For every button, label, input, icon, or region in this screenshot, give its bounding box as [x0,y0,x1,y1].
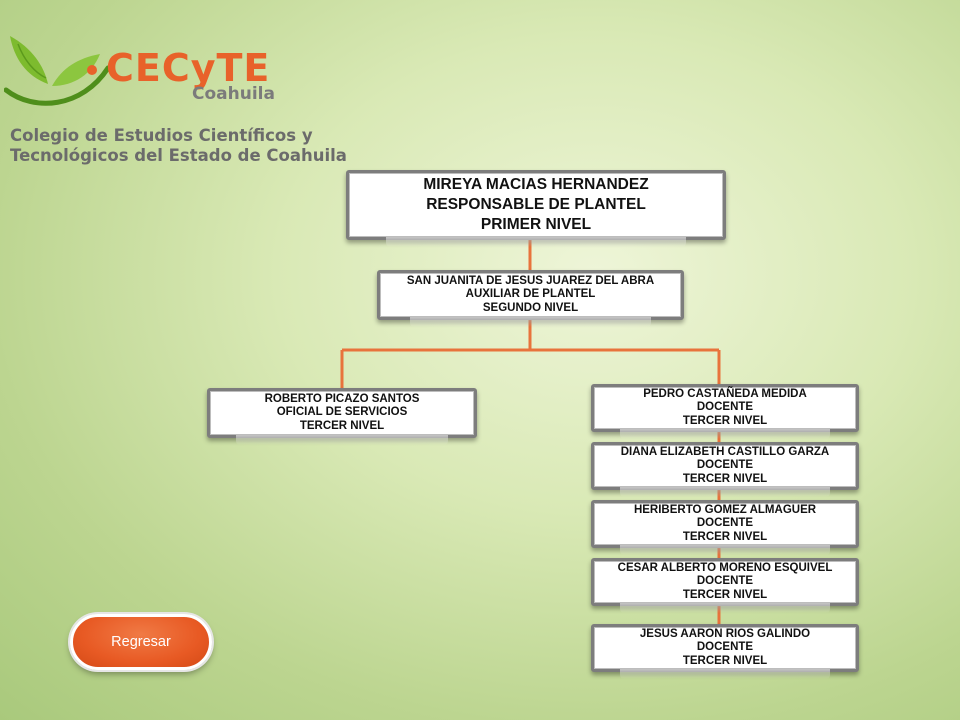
node-role: DOCENTE [696,517,754,530]
node-role: DOCENTE [696,401,754,414]
node-role: DOCENTE [696,641,754,654]
node-level: TERCER NIVEL [682,530,768,543]
node-role: DOCENTE [696,459,754,472]
college-line-1: Colegio de Estudios Científicos y [10,126,313,145]
node-docente: PEDRO CASTAÑEDA MEDIDA DOCENTE TERCER NI… [591,384,859,439]
node-role: RESPONSABLE DE PLANTEL [426,196,646,213]
cecyte-logo: CECyTE Coahuila Colegio de Estudios Cien… [4,28,347,178]
node-docente: DIANA ELIZABETH CASTILLO GARZA DOCENTE T… [591,442,859,497]
node-role: DOCENTE [696,575,754,588]
college-name: Colegio de Estudios Científicos y Tecnol… [10,126,347,166]
node-level: TERCER NIVEL [682,472,768,485]
node-auxiliar-plantel: SAN JUANITA DE JESUS JUAREZ DEL ABRA AUX… [377,270,684,327]
node-level: TERCER NIVEL [682,588,768,601]
node-oficial-servicios: ROBERTO PICAZO SANTOS OFICIAL DE SERVICI… [207,388,477,445]
node-level: TERCER NIVEL [682,414,768,427]
node-name: CESAR ALBERTO MORENO ESQUIVEL [617,561,833,574]
node-name: ROBERTO PICAZO SANTOS [264,392,420,405]
brand-name: CECyTE [106,46,271,90]
node-name: MIREYA MACIAS HERNANDEZ [423,176,649,193]
node-responsable-plantel: MIREYA MACIAS HERNANDEZ RESPONSABLE DE P… [346,170,726,247]
node-docente: CESAR ALBERTO MORENO ESQUIVEL DOCENTE TE… [591,558,859,613]
node-level: TERCER NIVEL [682,654,768,667]
college-line-2: Tecnológicos del Estado de Coahuila [10,146,347,165]
node-level: TERCER NIVEL [299,419,385,432]
node-docente: JESUS AARON RIOS GALINDO DOCENTE TERCER … [591,624,859,679]
brand-subtitle: Coahuila [192,84,275,104]
node-role: AUXILIAR DE PLANTEL [465,288,596,301]
node-level: SEGUNDO NIVEL [482,301,579,314]
node-name: HERIBERTO GOMEZ ALMAGUER [633,503,817,516]
node-level: PRIMER NIVEL [480,216,592,233]
node-name: DIANA ELIZABETH CASTILLO GARZA [620,445,830,458]
leaf-logo-icon [4,36,111,106]
back-button[interactable]: Regresar [70,614,212,670]
node-name: PEDRO CASTAÑEDA MEDIDA [643,387,807,400]
node-docente: HERIBERTO GOMEZ ALMAGUER DOCENTE TERCER … [591,500,859,555]
node-name: SAN JUANITA DE JESUS JUAREZ DEL ABRA [406,274,655,287]
node-name: JESUS AARON RIOS GALINDO [639,627,811,640]
node-role: OFICIAL DE SERVICIOS [276,406,408,419]
